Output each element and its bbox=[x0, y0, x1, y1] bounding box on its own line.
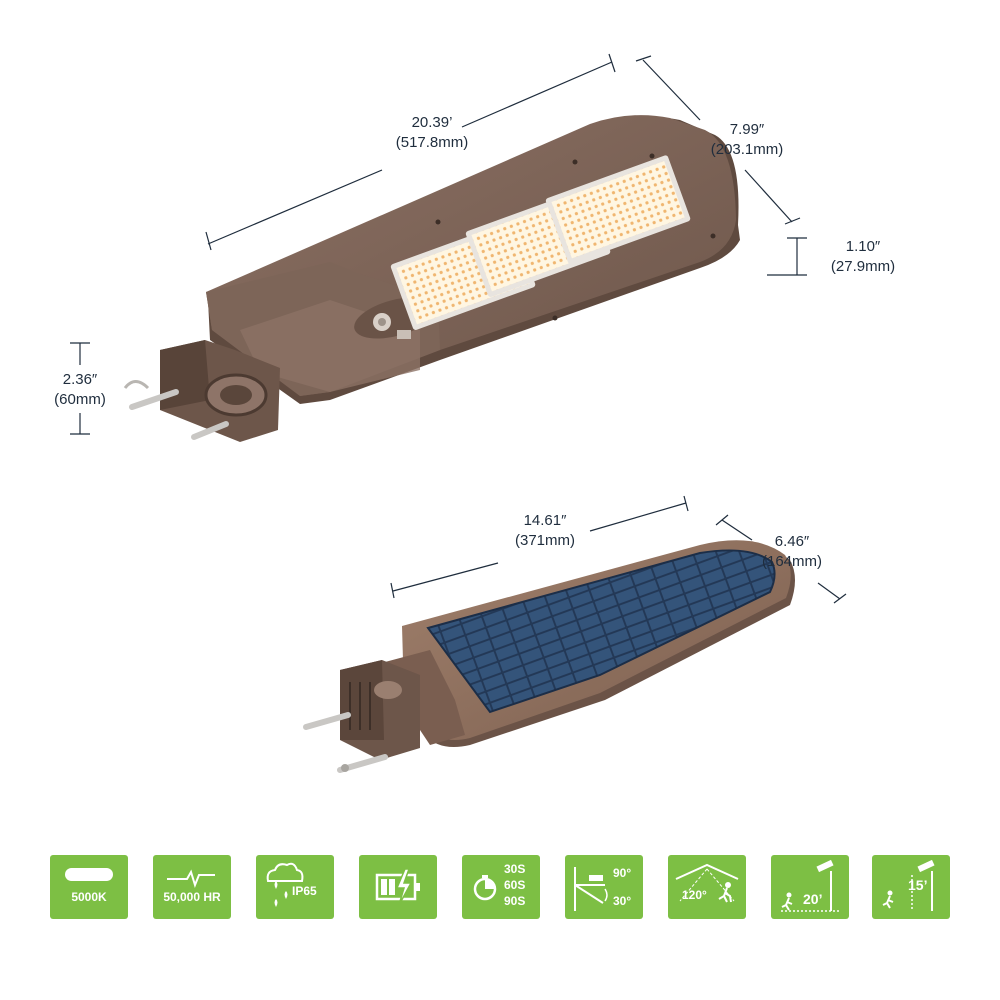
timer-option: 90S bbox=[504, 894, 526, 908]
timer-option: 60S bbox=[504, 878, 526, 892]
thickness-dimension-label: 1.10″ (27.9mm) bbox=[818, 237, 908, 277]
badge-mount-height-15: 15’ bbox=[872, 855, 950, 919]
street-light-underside bbox=[123, 115, 740, 442]
badge-battery bbox=[359, 855, 437, 919]
panel-width-dimension-label: 6.46″ (164mm) bbox=[742, 532, 842, 572]
badge-color-temperature: 5000K bbox=[50, 855, 128, 919]
width-imperial: 7.99″ bbox=[729, 121, 765, 138]
panel-length-dimension-label: 14.61″ (371mm) bbox=[495, 511, 595, 551]
badge-tilt-angle: 90° 30° bbox=[565, 855, 643, 919]
width-dimension-label: 7.99″ (203.1mm) bbox=[697, 120, 797, 160]
badge-waterproof: IP65 bbox=[256, 855, 334, 919]
length-metric: (517.8mm) bbox=[395, 134, 469, 151]
product-illustration bbox=[70, 53, 847, 773]
timer-option: 30S bbox=[504, 862, 526, 876]
solar-panel-top bbox=[303, 540, 795, 773]
badge-motion-sensor: 120° bbox=[668, 855, 746, 919]
motion-detection-icon bbox=[675, 863, 739, 903]
panel-width-metric: (164mm) bbox=[761, 553, 822, 570]
mount-height-icon bbox=[882, 859, 935, 911]
badge-label: 50,000 HR bbox=[163, 890, 221, 904]
cloud-rain-icon bbox=[266, 862, 304, 907]
tilt-angle-icon bbox=[574, 867, 608, 911]
badge-label: 5000K bbox=[71, 890, 107, 904]
pulse-line-icon bbox=[167, 869, 215, 889]
bracket-height-imperial: 2.36″ bbox=[62, 371, 98, 388]
dimension-lines bbox=[70, 53, 847, 604]
badge-lifespan: 50,000 HR bbox=[153, 855, 231, 919]
width-metric: (203.1mm) bbox=[710, 141, 784, 158]
timer-icon bbox=[473, 875, 497, 901]
panel-width-imperial: 6.46″ bbox=[774, 533, 810, 550]
badge-label: 15’ bbox=[908, 877, 928, 893]
feature-badges: 5000K 50,000 HR IP65 30S bbox=[50, 855, 950, 919]
length-dimension-label: 20.39’ (517.8mm) bbox=[382, 113, 482, 153]
angle-bottom: 30° bbox=[613, 894, 632, 908]
panel-length-imperial: 14.61″ bbox=[523, 512, 567, 529]
badge-label: 120° bbox=[682, 888, 707, 902]
badge-mount-height-20: 20’ bbox=[771, 855, 849, 919]
bracket-height-metric: (60mm) bbox=[54, 391, 106, 408]
thickness-imperial: 1.10″ bbox=[845, 238, 881, 255]
mount-height-icon bbox=[781, 859, 841, 912]
angle-top: 90° bbox=[613, 866, 632, 880]
light-bar-icon bbox=[65, 868, 113, 881]
badge-label: IP65 bbox=[292, 884, 317, 898]
panel-length-metric: (371mm) bbox=[514, 532, 575, 549]
badge-timer: 30S 60S 90S bbox=[462, 855, 540, 919]
badge-label: 20’ bbox=[803, 891, 823, 907]
thickness-metric: (27.9mm) bbox=[830, 258, 896, 275]
battery-charging-icon bbox=[375, 868, 420, 906]
length-imperial: 20.39’ bbox=[411, 114, 453, 131]
bracket-height-dimension-label: 2.36″ (60mm) bbox=[40, 370, 120, 410]
